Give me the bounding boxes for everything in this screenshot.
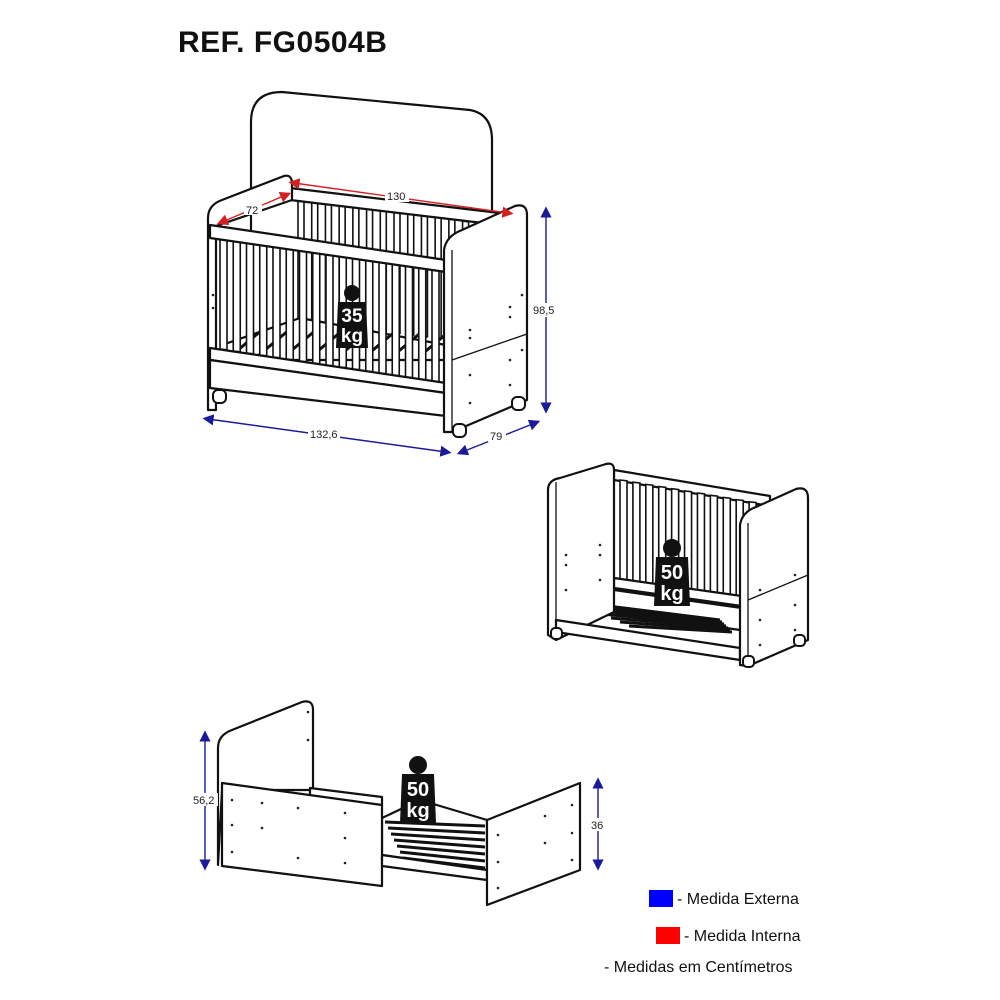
legend-internal-label: - Medida Interna bbox=[684, 928, 801, 945]
bed-headboard-height-label: 56,2 bbox=[193, 795, 214, 807]
external-color-swatch bbox=[649, 890, 673, 907]
slat bbox=[232, 238, 242, 353]
bed-weight-unit: kg bbox=[406, 800, 429, 822]
slat bbox=[325, 252, 334, 367]
base-slat bbox=[619, 620, 731, 632]
base-slat bbox=[610, 616, 729, 630]
bed-weight-capacity-icon: 50 kg bbox=[400, 756, 436, 823]
sofa-weight-capacity-icon: 50 kg bbox=[654, 539, 690, 606]
crib-inner-length-label: 130 bbox=[387, 191, 405, 203]
bed-screw-holes bbox=[230, 710, 574, 890]
legend-internal: - Medida Interna bbox=[656, 927, 801, 946]
slat bbox=[619, 479, 628, 582]
crib-weight-unit: kg bbox=[341, 326, 363, 347]
slat bbox=[378, 260, 387, 375]
slat bbox=[272, 244, 281, 359]
crib-screw-holes bbox=[211, 293, 524, 405]
slat bbox=[245, 240, 255, 355]
bed-footboard bbox=[485, 781, 582, 907]
slat bbox=[645, 483, 654, 586]
bed-footboard-height-label: 36 bbox=[591, 820, 603, 832]
slat bbox=[431, 268, 440, 383]
crib-weight-value: 35 bbox=[341, 306, 363, 327]
base-slat bbox=[390, 832, 486, 842]
legend-units: - Medidas em Centímetros bbox=[604, 959, 793, 976]
crib-length-label: 132,6 bbox=[310, 429, 338, 441]
slat bbox=[219, 236, 228, 351]
slat bbox=[722, 496, 732, 598]
base-slat bbox=[387, 826, 486, 835]
internal-color-swatch bbox=[656, 927, 680, 944]
base-slat bbox=[393, 838, 486, 849]
bed-headboard bbox=[216, 700, 315, 867]
base-slat bbox=[399, 850, 486, 863]
slat bbox=[404, 264, 414, 379]
crib-illustration: 35 kg 72 130 98,5 132,6 79 bbox=[202, 90, 560, 457]
crib-height-label: 98,5 bbox=[533, 305, 554, 317]
sofa-configuration-illustration: 50 kg bbox=[546, 462, 810, 668]
base-slat bbox=[601, 612, 727, 628]
bed-front-panel bbox=[220, 781, 384, 888]
slat bbox=[417, 266, 427, 381]
base-slat bbox=[628, 624, 733, 634]
bed-base-slats bbox=[384, 820, 486, 870]
product-reference-title: REF. FG0504B bbox=[178, 26, 388, 59]
crib-right-panel bbox=[442, 204, 529, 434]
sofa-left-panel bbox=[546, 462, 616, 642]
slat bbox=[391, 262, 401, 377]
sofa-weight-value: 50 bbox=[661, 562, 683, 584]
slat bbox=[632, 481, 641, 584]
slat bbox=[364, 258, 374, 373]
slat bbox=[696, 492, 706, 594]
base-slat bbox=[396, 844, 486, 856]
sofa-caster-wheels bbox=[550, 627, 806, 668]
crib-inner-depth-label: 72 bbox=[246, 205, 258, 217]
slat bbox=[311, 250, 321, 365]
sofa-screw-holes bbox=[564, 543, 797, 647]
bed-weight-value: 50 bbox=[407, 779, 429, 801]
slat bbox=[298, 248, 308, 363]
bed-configuration-illustration: 50 kg 56,2 36 bbox=[192, 700, 608, 907]
slat bbox=[285, 246, 295, 361]
sofa-weight-unit: kg bbox=[660, 583, 683, 605]
slat bbox=[709, 494, 719, 596]
crib-depth-label: 79 bbox=[490, 431, 502, 443]
legend-external: - Medida Externa bbox=[649, 890, 799, 909]
crib-weight-capacity-icon: 35 kg bbox=[336, 285, 368, 348]
slat bbox=[258, 242, 268, 357]
legend-external-label: - Medida Externa bbox=[677, 891, 799, 908]
sofa-right-panel bbox=[738, 487, 810, 668]
